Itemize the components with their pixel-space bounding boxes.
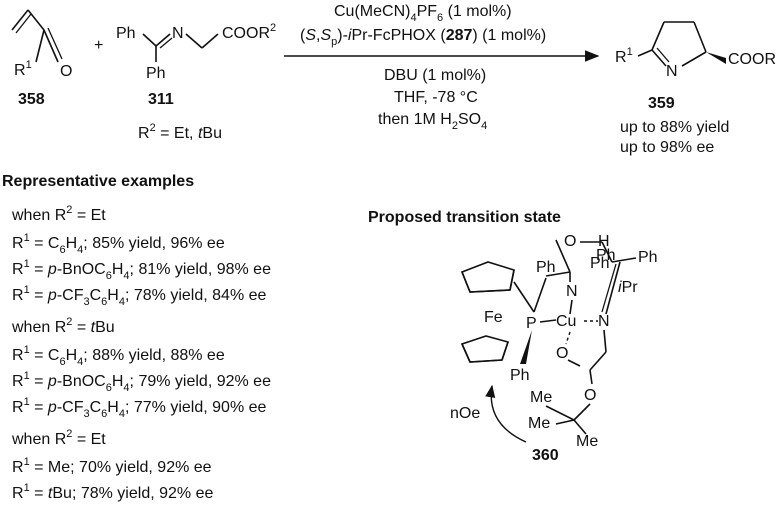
compound-label-360: 360 (532, 447, 559, 464)
group2-header: when R2 = tBu (11, 316, 115, 336)
group3-header: when R2 = Et (11, 428, 106, 448)
ph-substituent-upper: Ph (536, 259, 556, 276)
chiral-ligand: (S,Sp)-iPr-FcPHOX (287) (1 mol%) (300, 27, 546, 48)
oxazoline-oxygen: O (564, 233, 576, 250)
phosphorus-atom: P (526, 315, 537, 332)
ph-imine: Ph (596, 247, 616, 264)
copper-atom: Cu (556, 313, 576, 330)
product-ee: up to 98% ee (620, 139, 714, 156)
example-row: R1 = Me; 70% yield, 92% ee (12, 456, 212, 476)
methyl-group: Me (528, 415, 550, 432)
r1-label-359: R1 (615, 46, 633, 66)
acid-workup: then 1M H2SO4 (378, 111, 487, 132)
ph-substituent-lower: Ph (510, 367, 530, 384)
example-row: R1 = p-BnOC6H4; 81% yield, 98% ee (12, 258, 271, 282)
r1-label-358: R1 (14, 59, 32, 79)
r2-substituents-note: R2 = Et, tBu (138, 122, 222, 142)
example-row: R1 = p-CF3C6H4; 78% yield, 84% ee (12, 284, 267, 308)
representative-examples: Representative examples when R2 = Et R1 … (2, 173, 271, 502)
base-conditions: DBU (1 mol%) (384, 67, 486, 84)
product-yield: up to 88% yield (620, 119, 729, 136)
ester-group-311: COOR2 (222, 22, 276, 42)
example-row: R1 = C6H4; 85% yield, 96% ee (12, 232, 225, 256)
methyl-group: Me (576, 433, 598, 450)
noe-arrow (485, 384, 527, 443)
cyclopentadienyl-ring-upper (460, 261, 515, 293)
example-row: R1 = C6H4; 88% yield, 88% ee (12, 344, 225, 368)
compound-label-311: 311 (148, 91, 174, 108)
catalyst-copper: Cu(MeCN)4PF6 (1 mol%) (334, 3, 512, 24)
carbonyl-oxygen: O (556, 345, 568, 362)
ester-group-359: COOR2 (728, 48, 776, 68)
compound-label-358: 358 (18, 91, 45, 108)
plus-sign: + (94, 37, 103, 54)
imine-nitrogen: N (598, 313, 610, 330)
product-359: R1 N COOR2 359 up to 88% yield up to 98%… (615, 21, 776, 156)
oxygen-358: O (60, 63, 72, 80)
isopropyl-group: iPr (618, 279, 638, 296)
oxazoline-nitrogen: N (566, 283, 578, 300)
ester-oxygen: O (584, 387, 596, 404)
example-row: R1 = p-BnOC6H4; 79% yield, 92% ee (12, 370, 271, 394)
group1-header: when R2 = Et (11, 204, 106, 224)
noe-label: nOe (450, 405, 480, 422)
example-row: R1 = tBu; 78% yield, 92% ee (12, 482, 213, 502)
hydrogen-atom: H (598, 233, 610, 250)
reaction-conditions: Cu(MeCN)4PF6 (1 mol%) (S,Sp)-iPr-FcPHOX … (284, 3, 600, 132)
reactant-358: R1 O 358 (11, 9, 72, 108)
ring-nitrogen-359: N (666, 63, 678, 80)
solvent-temperature: THF, -78 °C (394, 89, 478, 106)
ph-substituent-right: Ph (638, 249, 658, 266)
iron-atom: Fe (484, 309, 503, 326)
transition-state-360: Proposed transition state Fe Ph P Cu Ph … (368, 209, 658, 464)
example-row: R1 = p-CF3C6H4; 77% yield, 90% ee (12, 396, 267, 420)
methyl-group: Me (530, 389, 552, 406)
imine-nitrogen-311: N (172, 25, 184, 42)
ph-top-311: Ph (116, 25, 136, 42)
ph-overlap: Ph (590, 255, 610, 272)
ph-bottom-311: Ph (146, 65, 166, 82)
compound-label-359: 359 (648, 95, 675, 112)
transition-state-heading: Proposed transition state (368, 209, 561, 226)
reactant-311: Ph N COOR2 Ph 311 (116, 22, 276, 108)
examples-heading: Representative examples (2, 173, 194, 190)
